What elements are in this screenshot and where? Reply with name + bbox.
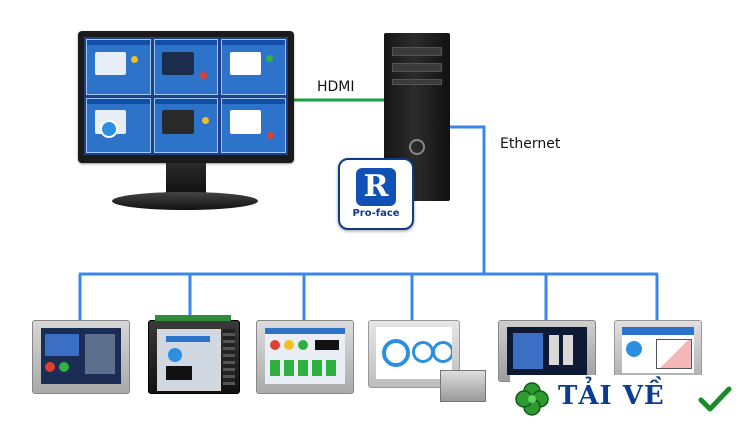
hmi-screen [41,328,121,384]
hmi-screen [265,328,345,384]
download-watermark: TẢI VỀ [510,375,736,419]
drive-bay [392,47,442,56]
ethernet-cable-uplink [450,125,486,274]
logo-mark: R [356,168,396,206]
monitor-stand-base [112,192,258,210]
drive-bay [392,79,442,85]
hmi-panel-6 [614,320,702,380]
ethernet-label: Ethernet [500,136,561,152]
monitor [78,31,294,163]
hmi-module [440,370,486,402]
power-button-icon [409,139,425,155]
screen-window [221,39,286,95]
monitor-screen [84,37,288,155]
hmi-panel-1 [32,320,130,394]
monitor-stand-neck [166,163,206,193]
hmi-screen [622,327,694,373]
proface-logo: R Pro-face [338,158,414,230]
logo-brand-text: Pro-face [352,208,400,219]
hmi-screen [376,327,452,379]
clover-icon [515,382,549,416]
screen-window [86,97,151,153]
checkmark-icon [698,386,732,412]
hdmi-label: HDMI [317,79,355,95]
screen-window [153,97,219,153]
hmi-panel-5 [498,320,596,382]
drive-bay [392,63,442,72]
screen-window [221,97,286,153]
hmi-panel-3 [256,320,354,394]
hmi-panel-2 [148,315,240,394]
hmi-screen [157,329,221,391]
screen-window [86,39,151,95]
hmi-screen [507,327,587,375]
screen-window [153,39,219,95]
watermark-text: TẢI VỀ [558,381,665,411]
